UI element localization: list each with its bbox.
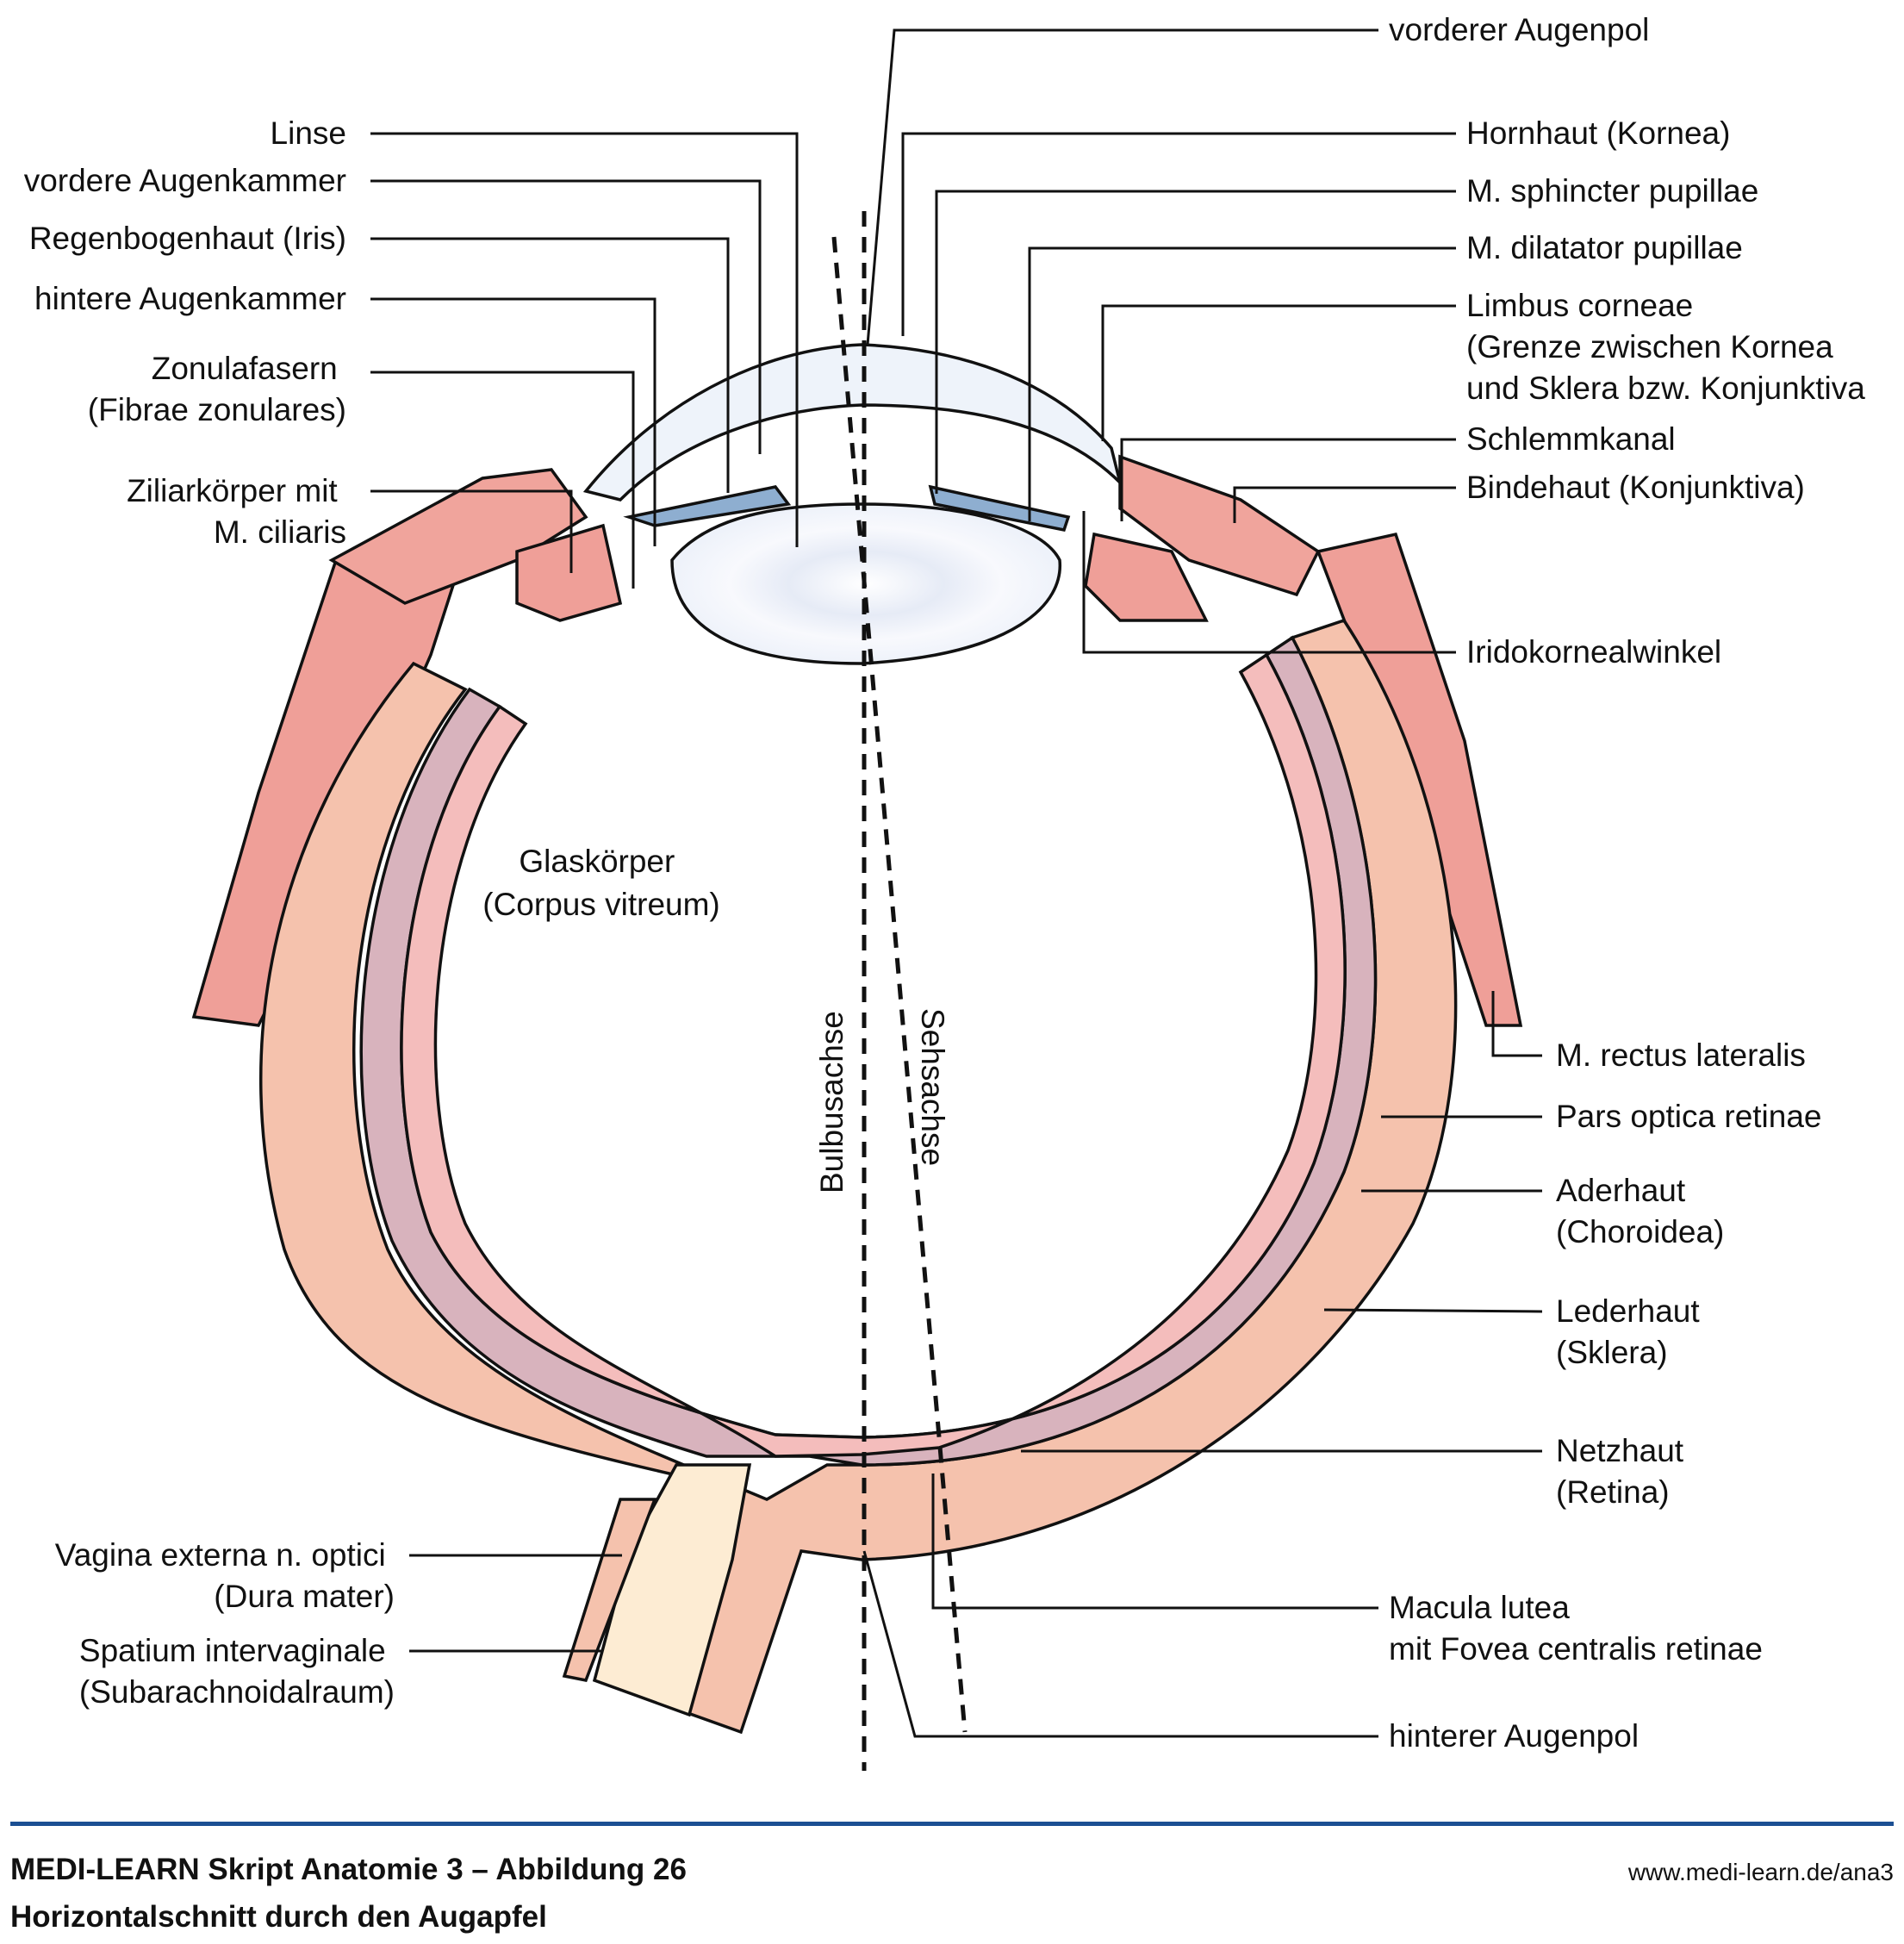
label-hinterer-augenpol: hinterer Augenpol bbox=[1389, 1718, 1639, 1754]
label-sphincter: M. sphincter pupillae bbox=[1466, 173, 1758, 209]
label-linse: Linse bbox=[271, 115, 346, 151]
choroid bbox=[359, 635, 1378, 1467]
label-sehsachse: Sehsachse bbox=[915, 1008, 950, 1166]
figure-title: MEDI-LEARN Skript Anatomie 3 – Abbildung… bbox=[10, 1853, 687, 1886]
label-hornhaut: Hornhaut (Kornea) bbox=[1466, 115, 1730, 151]
label-vorderer-augenpol: vorderer Augenpol bbox=[1389, 12, 1649, 47]
leader-lines-left bbox=[370, 132, 799, 1653]
label-pars-optica: Pars optica retinae bbox=[1556, 1099, 1822, 1134]
figure-subtitle: Horizontalschnitt durch den Augapfel bbox=[10, 1900, 547, 1934]
label-iris: Regenbogenhaut (Iris) bbox=[29, 221, 346, 256]
label-macula: Macula lutea mit Fovea centralis retinae bbox=[1389, 1590, 1763, 1667]
label-ziliarkoerper: Ziliarkörper mit M. ciliaris bbox=[127, 473, 346, 550]
iris-left bbox=[623, 485, 792, 527]
label-rectus-lateralis: M. rectus lateralis bbox=[1556, 1037, 1806, 1073]
label-netzhaut: Netzhaut (Retina) bbox=[1556, 1433, 1692, 1510]
footer-divider bbox=[10, 1822, 1894, 1826]
label-hintere-augenkammer: hintere Augenkammer bbox=[34, 281, 346, 316]
label-lederhaut: Lederhaut (Sklera) bbox=[1556, 1293, 1708, 1370]
label-vordere-augenkammer: vordere Augenkammer bbox=[24, 163, 346, 198]
label-vagina-externa: Vagina externa n. optici (Dura mater) bbox=[55, 1537, 395, 1614]
labels-right: vorderer Augenpol Hornhaut (Kornea) M. s… bbox=[1389, 12, 1865, 1754]
sehsachse-line bbox=[831, 236, 968, 1733]
label-zonulafasern: Zonulafasern (Fibrae zonulares) bbox=[88, 351, 346, 427]
label-iridokornealwinkel: Iridokornealwinkel bbox=[1466, 634, 1721, 670]
label-bindehaut: Bindehaut (Konjunktiva) bbox=[1466, 470, 1805, 505]
label-spatium-intervaginale: Spatium intervaginale (Subarachnoidalrau… bbox=[79, 1633, 395, 1710]
label-glaskoerper: Glaskörper (Corpus vitreum) bbox=[482, 844, 720, 922]
label-bulbusachse: Bulbusachse bbox=[814, 1011, 849, 1193]
label-dilatator: M. dilatator pupillae bbox=[1466, 230, 1743, 265]
label-limbus: Limbus corneae (Grenze zwischen Kornea u… bbox=[1466, 288, 1865, 406]
ciliary-body-right bbox=[1084, 532, 1209, 622]
label-schlemmkanal: Schlemmkanal bbox=[1466, 421, 1676, 457]
figure-url[interactable]: www.medi-learn.de/ana3 bbox=[1627, 1859, 1894, 1885]
leader-lines-right bbox=[862, 28, 1543, 1738]
iris-right bbox=[928, 484, 1071, 533]
vagina-externa-n-optici bbox=[562, 1498, 657, 1683]
labels-left: Linse vordere Augenkammer Regenbogenhaut… bbox=[24, 115, 395, 1710]
retina bbox=[400, 652, 1347, 1458]
label-aderhaut: Aderhaut (Choroidea) bbox=[1556, 1173, 1724, 1249]
conjunctiva-left bbox=[328, 468, 588, 605]
conjunctiva-right bbox=[1118, 454, 1321, 597]
ciliary-body-left bbox=[515, 523, 623, 622]
